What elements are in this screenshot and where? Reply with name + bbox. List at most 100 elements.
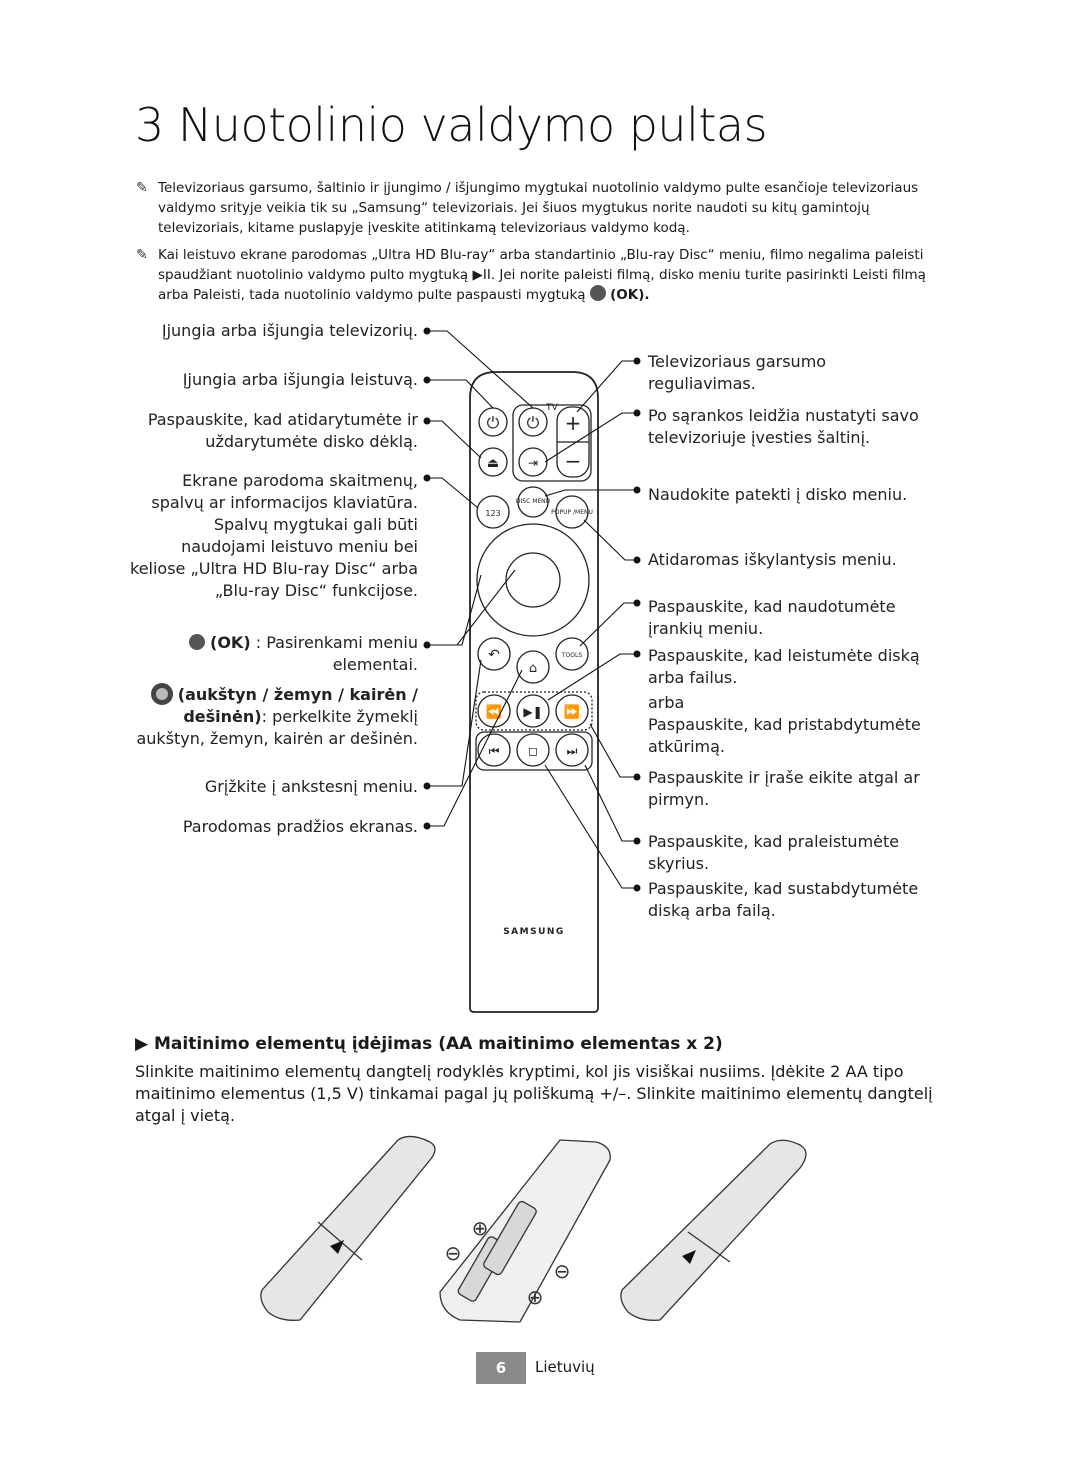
source-icon: ⇥: [528, 456, 538, 470]
label-play: Paspauskite, kad leistumėte diską arba f…: [648, 646, 920, 687]
label-search: Paspauskite ir įraše eikite atgal ar pir…: [648, 768, 920, 809]
remote-body: [469, 371, 599, 1013]
callout-power-player: [427, 379, 494, 409]
rewind-icon: ⏪: [486, 704, 502, 720]
label-navigation: (aukštyn / žemyn / kairėn / dešinėn): pe…: [130, 683, 418, 750]
media-row-top: [475, 691, 593, 731]
callout-back: [427, 659, 482, 787]
ok-button: [505, 552, 561, 608]
skip-forward-icon: ⏭: [567, 744, 578, 758]
note-text-part-b: (OK).: [610, 287, 650, 303]
eject-icon: ⏏: [487, 456, 499, 471]
callout-nav: [427, 574, 482, 646]
callout-home: [427, 669, 523, 827]
stop-icon: ◻: [528, 744, 538, 758]
callout-power-tv: [427, 330, 534, 409]
callout-eject: [427, 420, 482, 459]
label-power-tv: Įjungia arba išjungia televizorių.: [161, 321, 418, 340]
label-back: Grįžkite į ankstesnį meniu.: [204, 777, 418, 796]
label-ok: (OK) : Pasirenkami meniu elementai.: [130, 632, 418, 676]
power-icon: ⏻: [527, 413, 540, 432]
arrow-up-right-icon: [674, 1250, 696, 1274]
stop-button: [516, 733, 550, 767]
tv-group-box: [512, 404, 592, 482]
home-button: [516, 650, 550, 684]
tools-button-label: TOOLS: [561, 652, 582, 659]
note-bluray-menu: ✎ Kai leistuvo ekrane parodomas „Ultra H…: [136, 245, 936, 305]
label-popup: Atidaromas iškylantysis meniu.: [648, 550, 897, 569]
play-pause-icon: ▶❚: [523, 705, 542, 719]
note-tv-buttons: ✎ Televizoriaus garsumo, šaltinio ir įju…: [136, 178, 936, 238]
eject-button: [478, 447, 508, 477]
minus-polarity-icon: ⊖: [554, 1259, 571, 1283]
skip-back-button: [477, 733, 511, 767]
plus-icon: +: [565, 411, 582, 435]
callout-keypad: [427, 477, 479, 509]
note-text-part-a: Kai leistuvo ekrane parodomas „Ultra HD …: [158, 247, 926, 303]
popup-menu-button-label: POPUP /MENU: [551, 509, 593, 516]
pencil-icon: ✎: [136, 180, 148, 196]
plus-polarity-icon: ⊕: [527, 1285, 544, 1309]
label-power-player: Įjungia arba išjungia leistuvą.: [182, 370, 418, 389]
keypad-button: [476, 495, 510, 529]
arrow-down-left-icon: [322, 1240, 344, 1262]
callout-search: [589, 723, 637, 778]
skip-back-icon: ⏮: [489, 744, 500, 758]
popup-menu-button: [555, 495, 589, 529]
pencil-icon: ✎: [136, 247, 148, 263]
tools-button: [555, 637, 589, 671]
battery-section-body: Slinkite maitinimo elementų dangtelį rod…: [135, 1062, 933, 1125]
nav-label-text: : perkelkite žymeklį aukštyn, žemyn, kai…: [136, 707, 418, 748]
label-pause: Paspauskite, kad pristabdytumėte atkūrim…: [648, 715, 921, 756]
label-disc-menu: Naudokite patekti į disko meniu.: [648, 485, 908, 504]
label-skip: Paspauskite, kad praleistumėte skyrius.: [648, 832, 900, 873]
callout-play: [547, 653, 637, 701]
fast-forward-icon: ⏩: [564, 704, 580, 720]
page-number: 6: [476, 1352, 526, 1384]
ok-button-icon: [589, 285, 606, 301]
callout-tools: [579, 602, 637, 647]
media-row-bottom: [475, 731, 593, 771]
play-pause-button: [516, 694, 550, 728]
callout-disc-menu: [544, 489, 637, 497]
minus-icon: −: [565, 449, 582, 473]
callout-ok: [427, 569, 516, 646]
battery-section-heading: ▶ Maitinimo elementų įdėjimas (AA maitin…: [135, 1034, 723, 1054]
page-language: Lietuvių: [535, 1358, 595, 1376]
ok-label-text: : Pasirenkami meniu elementai.: [250, 633, 418, 674]
callout-source: [544, 412, 637, 463]
battery-illustrations: ⊕ ⊖ ⊖ ⊕: [260, 1135, 807, 1323]
callout-volume: [576, 360, 637, 413]
home-icon: ⌂: [529, 661, 537, 676]
label-stop: Paspauskite, kad sustabdytumėte diską ar…: [648, 879, 919, 920]
battery-section-title: Maitinimo elementų įdėjimas (AA maitinim…: [154, 1034, 723, 1054]
disc-menu-button: [517, 486, 549, 518]
battery-2: [483, 1200, 537, 1276]
label-or: arba: [648, 693, 685, 712]
ok-label-prefix: (OK): [210, 633, 251, 652]
disc-menu-button-label: DISC MENU: [516, 498, 550, 505]
nav-label-bold: (aukštyn / žemyn / kairėn / dešinėn): [177, 685, 418, 726]
label-tools: Paspauskite, kad naudotumėte įrankių men…: [648, 597, 896, 638]
note-text: Televizoriaus garsumo, šaltinio ir įjung…: [158, 180, 919, 236]
label-home: Parodomas pradžios ekranas.: [182, 817, 418, 836]
callout-skip: [584, 764, 637, 842]
label-eject: Paspauskite, kad atidarytumėte ir uždary…: [147, 410, 418, 451]
label-source: Po sąrankos leidžia nustatyti savo telev…: [648, 406, 919, 447]
source-button: [518, 447, 548, 477]
ok-button-icon: [188, 634, 205, 650]
navigation-ring: [476, 523, 590, 637]
navigation-ring-icon: [150, 683, 173, 705]
remote-brand-logo: SAMSUNG: [503, 927, 565, 937]
plus-polarity-icon: ⊕: [472, 1216, 489, 1240]
skip-forward-button: [555, 733, 589, 767]
callout-popup: [583, 519, 637, 561]
back-icon: ↶: [488, 647, 500, 663]
label-keypad: Ekrane parodoma skaitmenų, spalvų ar inf…: [130, 471, 418, 600]
page-title: 3 Nuotolinio valdymo pultas: [135, 98, 768, 152]
minus-polarity-icon: ⊖: [445, 1241, 462, 1265]
triangle-right-icon: ▶: [135, 1034, 154, 1054]
label-volume: Televizoriaus garsumo reguliavimas.: [648, 352, 827, 393]
tv-label: TV: [545, 403, 558, 413]
